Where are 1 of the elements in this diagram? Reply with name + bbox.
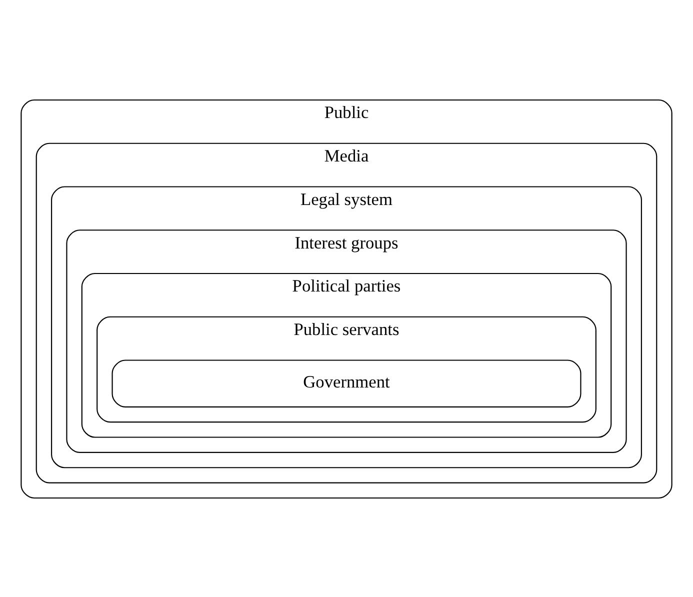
- node-box: Government: [112, 359, 582, 407]
